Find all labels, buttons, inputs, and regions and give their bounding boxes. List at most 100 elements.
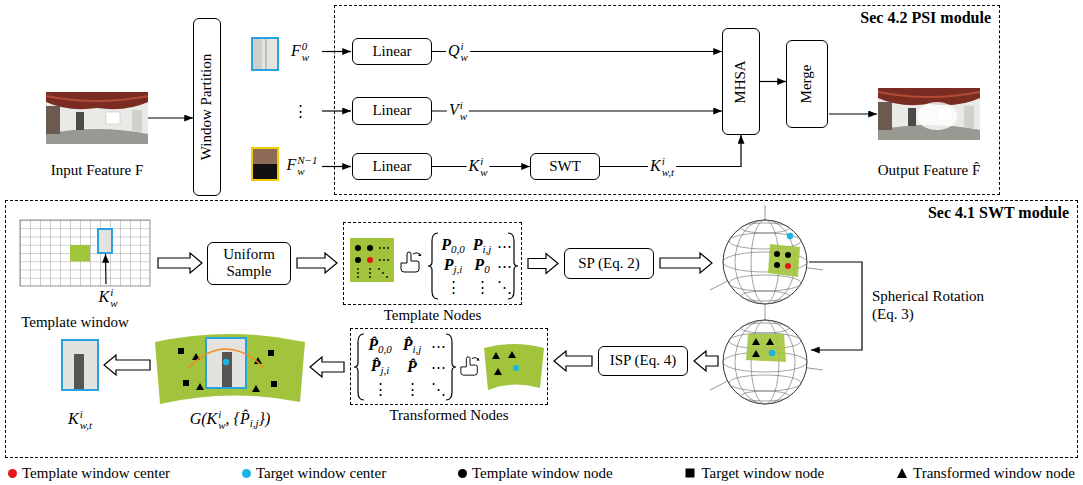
template-grid [20,220,150,286]
label-text: w [460,111,467,122]
figure-part [787,233,793,239]
module-frame: Sec 4.1 SWT moduleUniform SampleTemplate… [5,200,1078,458]
label-text: P̂ [407,358,417,375]
process-box: SP (Eq. 2) [564,248,654,279]
legend-swatch [242,469,251,478]
figure-part [494,368,502,375]
figure-part [183,380,189,386]
math-label: P0 [474,255,489,276]
math-label: ⋮ [293,102,308,120]
label-text: ⋮ [405,381,420,397]
figure-part [74,354,84,390]
label-text: Q [448,41,460,58]
label-text: w [480,167,487,178]
label-text: }) [259,410,271,427]
node-text: SP (Eq. 2) [578,255,640,272]
figure-part [266,38,267,70]
figure-part [355,245,361,251]
label-text: 0,0 [378,344,392,356]
label-text: K [650,156,661,173]
math-label: Kiw,t [648,155,676,177]
window-tile [252,148,278,180]
math-label: Template window [21,313,129,331]
figure-part [785,252,791,258]
arrow-connector [432,51,722,52]
brace [354,334,364,400]
label-text: i,j [412,344,421,356]
arrow [322,166,351,167]
node-text: Template Nodes [384,307,482,324]
input-panorama [46,92,148,144]
math-label: G(Kiw, {P̂i,j}) [190,409,271,431]
figure-part [357,268,359,270]
hollow-arrow [694,351,718,371]
legend-item: Template window center [8,464,170,482]
warped-patch [484,344,544,390]
window-tile [252,38,278,70]
hollow-arrow [297,253,337,273]
figure-part [297,52,786,372]
label-text: w,t [662,167,674,178]
math-label: P̂ [407,357,417,376]
legend: Template window centerTarget window cent… [8,464,1075,482]
label-text: i [80,409,92,420]
legend-text: Transformed window node [913,464,1075,482]
node-text: MHSA [732,60,749,103]
legend-symbol [684,467,696,479]
label-text: K [98,288,109,305]
figure-part [223,359,229,365]
template-nodes-figure [350,238,394,282]
math-label: ⋮ [373,380,388,398]
math-label: ⋯ [497,237,512,255]
index-stack: N−1w [297,155,317,177]
legend-swatch [458,469,467,478]
figure-part [785,263,791,269]
legend-symbol [896,467,908,479]
index-stack: iw [460,100,467,122]
process-box: Uniform Sample [207,242,291,285]
label-text: i [460,100,467,111]
label-text: Input Feature F [51,162,143,178]
arrow [829,113,877,114]
label-text: ⋮ [475,279,490,295]
math-label: P0,0 [441,235,465,256]
math-label: Pi,j [473,235,492,256]
hollow-arrow [310,357,344,377]
label-text: ⋱ [497,279,512,295]
label-text: F [291,42,301,59]
figure-part [369,268,371,270]
process-box: ISP (Eq. 4) [598,346,688,376]
figure-part [367,245,373,251]
figure-part [752,338,760,345]
label-text: Template window [21,314,129,330]
label-text: w [297,166,317,177]
label-text: F [286,156,296,173]
math-label: P̂0,0 [368,335,392,356]
math-label: F0w [291,41,309,63]
hollow-arrow [528,254,558,274]
hollow-arrow [660,253,712,273]
label-text: i,j [482,244,491,256]
hollow-arrow [554,351,592,371]
label-text: , {P̂ [226,410,250,427]
label-text: i [461,41,468,52]
label-text: j,i [380,365,389,377]
label-text: Output Feature F̂ [878,162,981,178]
figure-part [383,247,385,249]
node-text: ISP (Eq. 4) [610,352,677,369]
index-stack: 0w [302,41,309,63]
math-label: P̂i,j [403,335,422,356]
index-stack: iw [110,287,117,309]
label-text: P [473,236,483,253]
partition-box: Window Partition [193,18,221,196]
node-text: Linear [372,158,411,175]
math-label: Kiw [466,155,489,177]
figure-part [252,385,260,392]
fog [917,102,957,130]
target-window [98,229,112,253]
figure-part [746,334,786,362]
process-box: Linear [352,38,432,65]
figure-part [188,349,264,368]
math-label: ⋮ [405,380,420,398]
